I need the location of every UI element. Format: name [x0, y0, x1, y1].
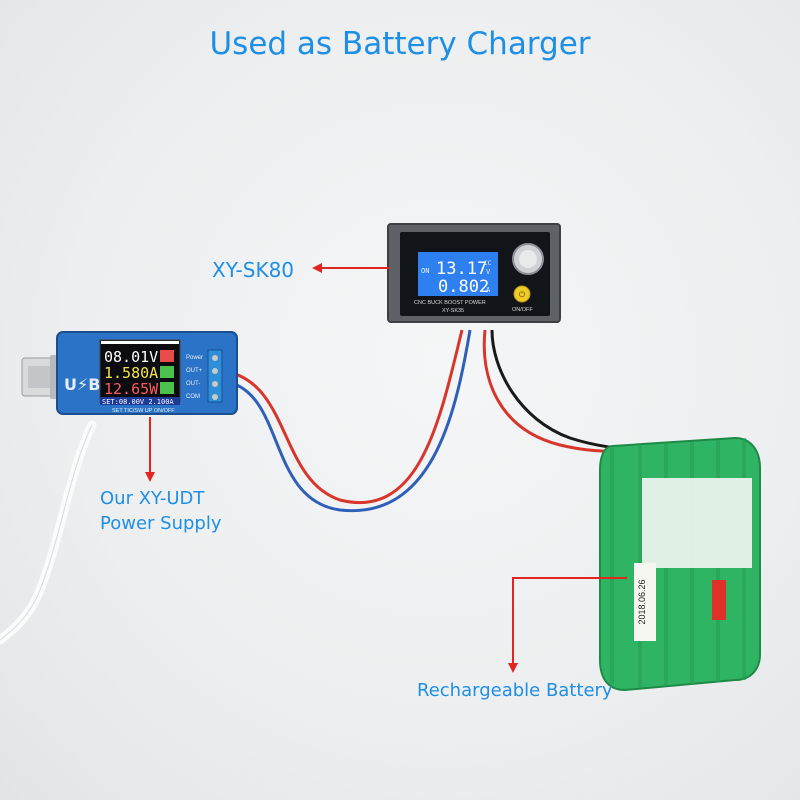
udt-button-labels: SET TIC/SW UP ON/OFF: [112, 408, 175, 414]
page-title: Used as Battery Charger: [209, 26, 591, 62]
sk-model: XY-SK35: [442, 308, 464, 314]
red-wire-udt-to-sk: [227, 329, 464, 504]
black-wire-sk-to-battery: [490, 329, 616, 450]
rechargeable-battery-pack: 2018.06.26: [599, 436, 761, 692]
xy-sk80-label: XY-SK80: [212, 258, 295, 282]
sk-volt-unit: V: [486, 268, 491, 276]
power-supply-label-line2: Power Supply: [100, 513, 222, 534]
power-icon: ⏻: [519, 290, 526, 299]
sk-current-readout: 0.802: [438, 277, 489, 297]
xy-udt-device: U⚡B 08.01V 1.580A 12.65W SET:08.00V 2.10…: [56, 331, 238, 415]
udt-current-readout: 1.580A: [104, 364, 158, 382]
sk-caption: CNC BUCK BOOST POWER: [414, 300, 486, 306]
sk-button-label: ON/OFF: [512, 307, 533, 313]
udt-side-label-out-minus: OUT-: [186, 381, 200, 387]
sk-lcd: [418, 252, 498, 296]
sk-voltage-readout: 13.17: [436, 259, 487, 279]
udt-usb-logo: U⚡B: [64, 375, 100, 394]
udt-voltage-readout: 08.01V: [104, 348, 158, 366]
arrow-to-battery-label: [512, 577, 627, 665]
sk-on-indicator: ON: [421, 267, 429, 275]
battery-label: Rechargeable Battery: [417, 680, 613, 701]
sk-amp-unit: A: [486, 286, 491, 294]
power-supply-label-line1: Our XY-UDT: [100, 488, 205, 509]
udt-setpoint-readout: SET:08.00V 2.100A: [102, 398, 174, 406]
usb-cable: [0, 420, 97, 645]
battery-date-text: 2018.06.26: [637, 579, 647, 624]
usb-cable-edge: [0, 424, 93, 641]
annotation-arrows: [145, 263, 627, 673]
battery-label-sticker: [642, 478, 752, 568]
red-wire-sk-to-battery: [482, 329, 613, 454]
usb-plug: [21, 355, 60, 399]
udt-side-label-com: COM: [186, 394, 200, 400]
udt-side-label-power: Power: [186, 355, 203, 361]
xy-sk-module: ON 13.17 CC V 0.802 A CNC BUCK BOOST POW…: [387, 223, 561, 323]
battery-date-sticker: [634, 563, 656, 641]
sk-power-button: [513, 285, 531, 303]
power-supply-label: Our XY-UDT Power Supply: [100, 486, 221, 536]
udt-power-readout: 12.65W: [104, 380, 159, 398]
udt-side-label-out-plus: OUT+: [186, 368, 203, 374]
sk-cc-indicator: CC: [484, 260, 492, 267]
blue-wire-udt-to-sk: [227, 329, 472, 513]
